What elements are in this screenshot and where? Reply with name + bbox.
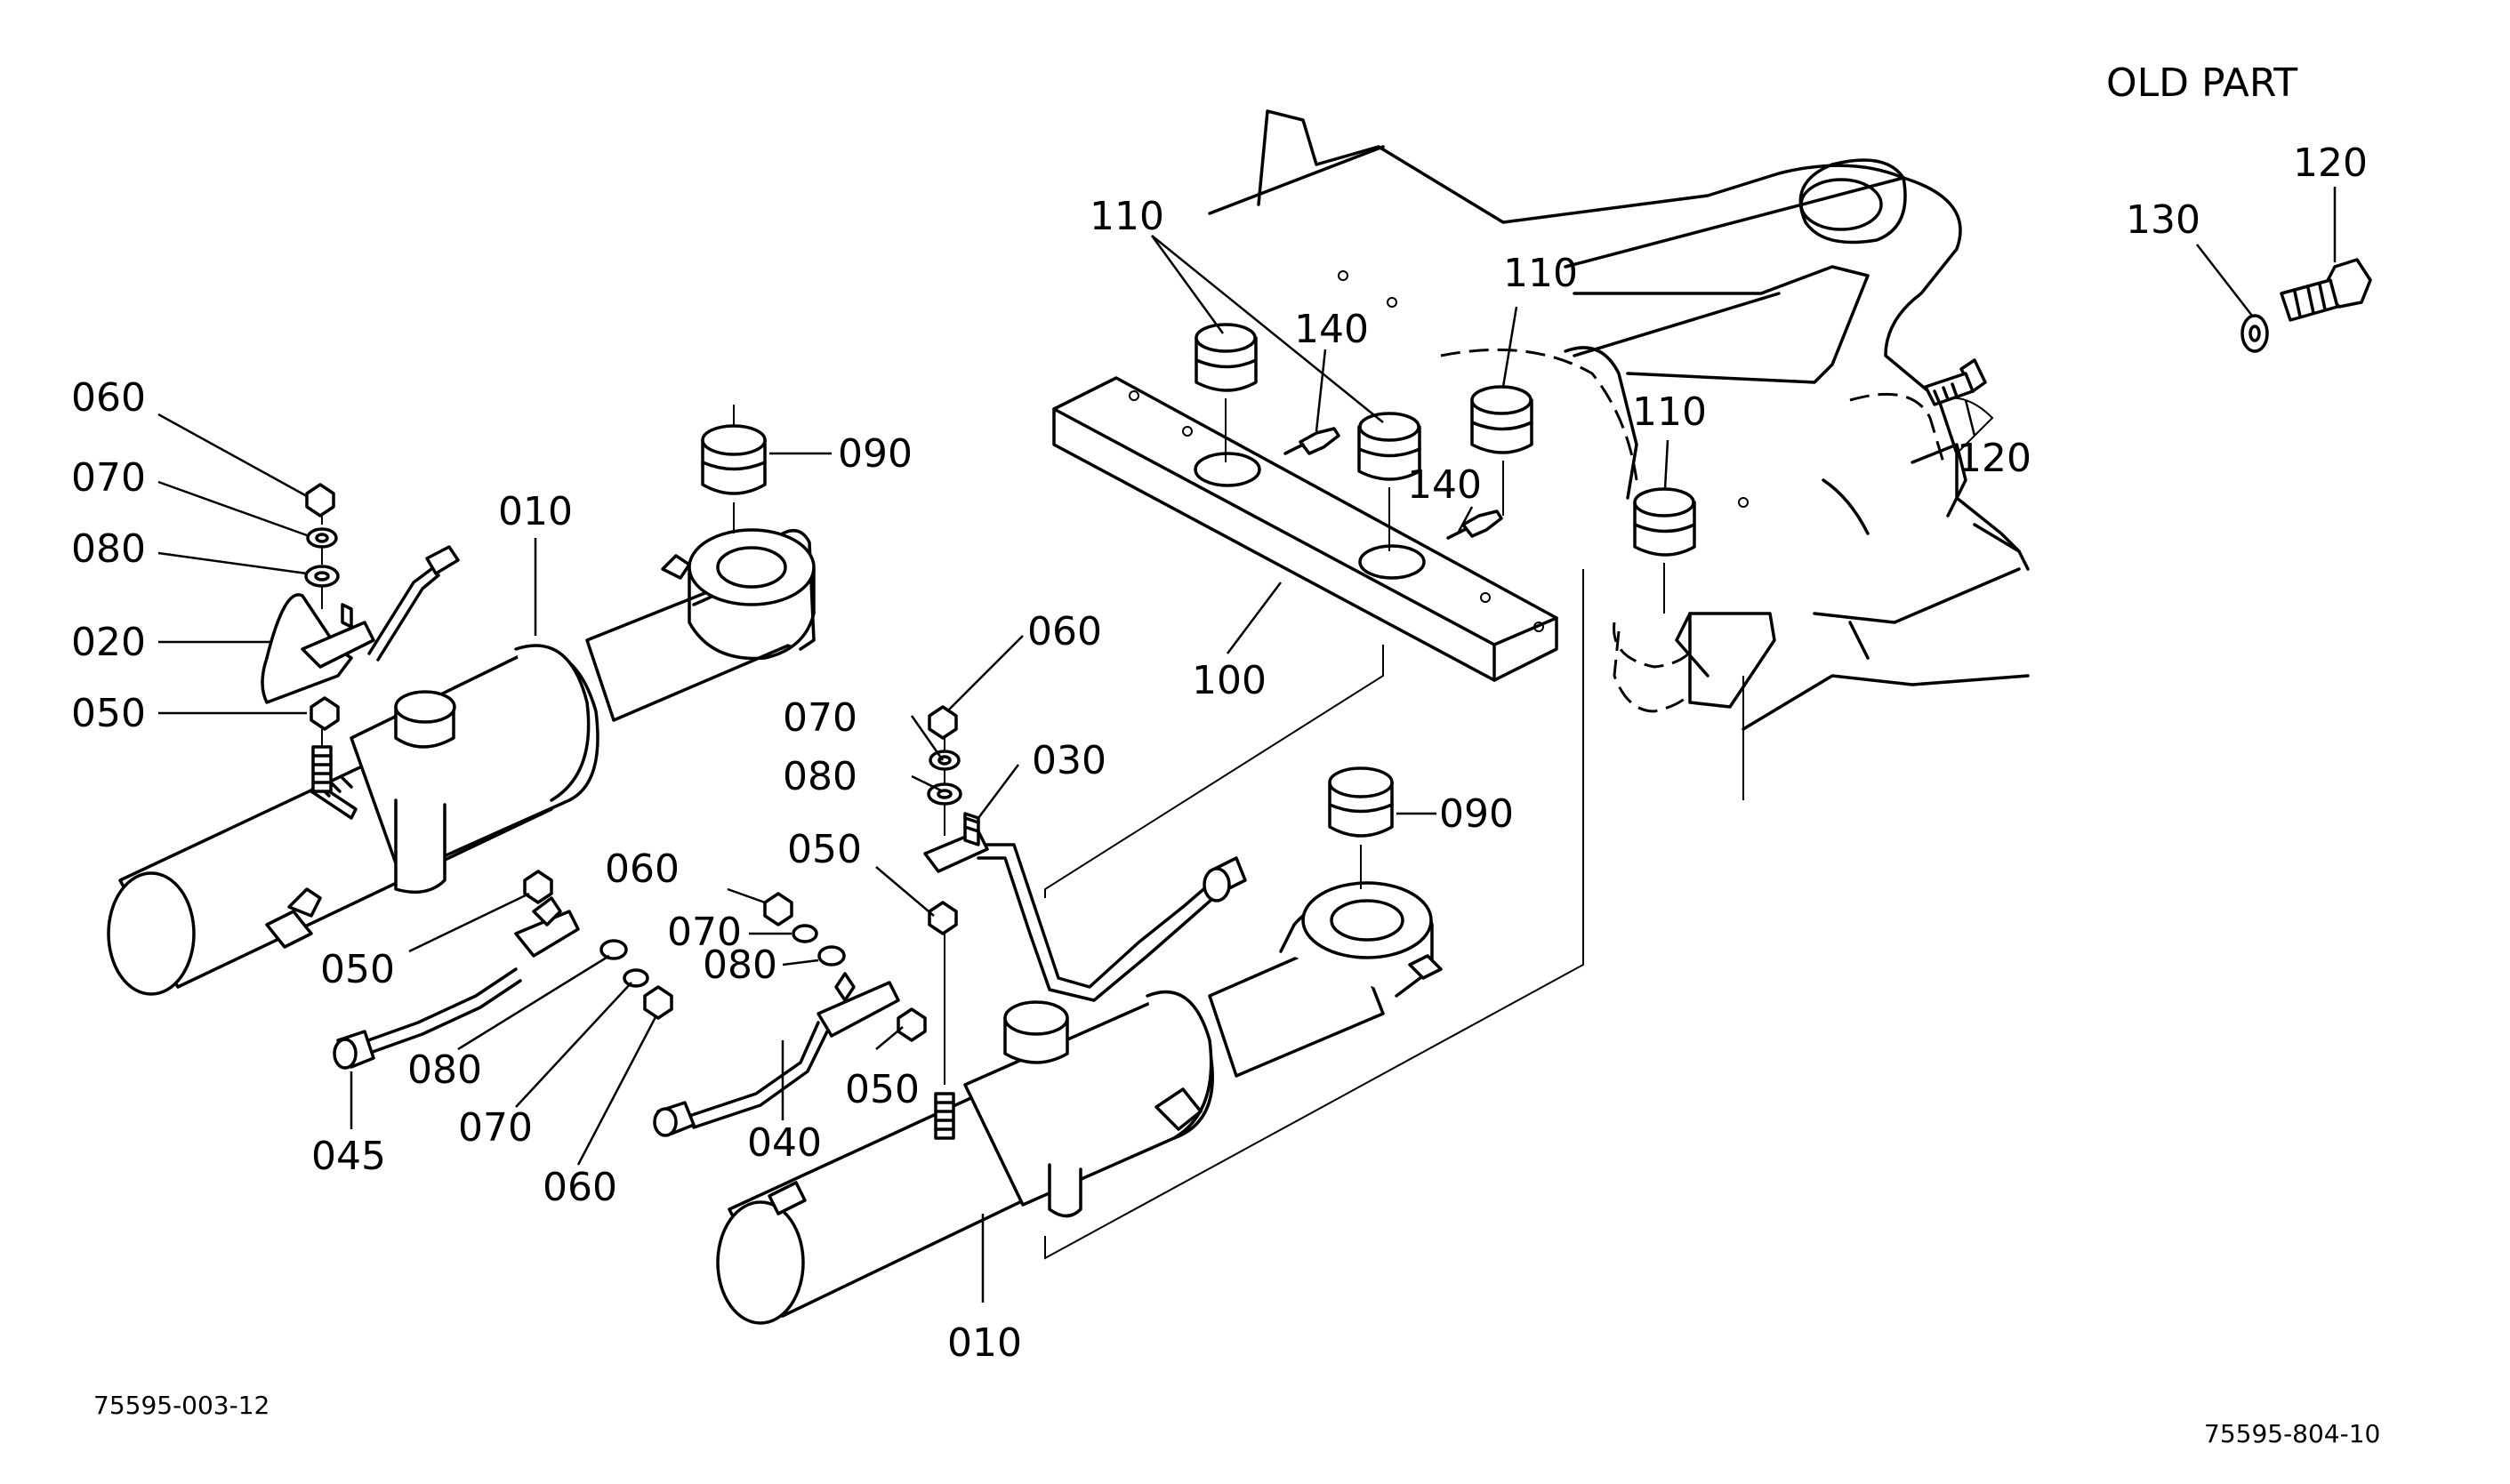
callout-090-b: 090	[1439, 791, 1514, 837]
callout-060-a: 060	[71, 375, 146, 421]
nut-050-c	[928, 901, 958, 935]
washer-070-c	[929, 750, 961, 771]
bushing-090-b	[1328, 766, 1394, 838]
grease-nipple-140-b	[1446, 509, 1503, 540]
nut-050-a	[310, 696, 340, 731]
nut-050-b	[523, 870, 553, 904]
callout-120-b: 120	[2293, 140, 2368, 186]
callout-140-a: 140	[1294, 307, 1369, 352]
callout-045: 045	[311, 1134, 386, 1179]
callout-050-a: 050	[71, 691, 146, 736]
callout-110-b: 110	[1503, 251, 1578, 296]
callout-110-c: 110	[1632, 389, 1707, 435]
bushing-110-a	[1195, 323, 1258, 392]
pipe-020	[261, 545, 460, 704]
callout-040: 040	[747, 1120, 822, 1166]
callout-070-a: 070	[71, 455, 146, 501]
nut-060-c	[928, 705, 958, 740]
callout-060-b: 060	[543, 1165, 617, 1210]
cylinder-010-left	[107, 528, 816, 996]
bushing-110-d	[1633, 487, 1696, 557]
nut-060-b	[643, 985, 673, 1020]
bushing-110-b	[1357, 412, 1421, 481]
callout-110-a: 110	[1090, 194, 1164, 239]
washer-070-b	[623, 968, 649, 988]
drawing-code-right: 75595-804-10	[2204, 1419, 2380, 1448]
swing-bracket-frame	[1208, 109, 2030, 731]
callout-090-a: 090	[838, 431, 913, 477]
callout-100: 100	[1192, 658, 1267, 703]
old-part-washer-130	[2240, 314, 2269, 353]
old-part-heading: OLD PART	[2106, 60, 2297, 106]
callout-070-d: 070	[667, 910, 742, 955]
bolt-120	[1924, 358, 1987, 406]
pipe-040	[653, 972, 900, 1137]
callout-010-a: 010	[498, 489, 573, 534]
callout-080-d: 080	[703, 943, 777, 988]
grease-nipple-140-a	[1283, 427, 1340, 455]
callout-120-a: 120	[1957, 436, 2031, 481]
washer-070-a	[306, 527, 338, 549]
callout-130: 130	[2126, 197, 2200, 243]
callout-030: 030	[1032, 738, 1106, 783]
washer-080-b	[599, 939, 628, 960]
beam-part-100	[1052, 270, 1749, 682]
washer-080-a	[304, 565, 340, 588]
callout-050-b: 050	[320, 947, 395, 992]
washer-080-d	[817, 945, 846, 967]
callout-070-b: 070	[458, 1105, 533, 1151]
callout-020: 020	[71, 620, 146, 665]
callout-080-a: 080	[71, 526, 146, 572]
callout-050-d: 050	[845, 1067, 920, 1112]
nut-060-d	[763, 892, 793, 926]
callout-010-b: 010	[947, 1320, 1022, 1366]
old-part-bolt-120	[2280, 258, 2372, 322]
callout-070-c: 070	[783, 695, 857, 741]
bushing-110-c	[1470, 385, 1533, 454]
callout-080-b: 080	[407, 1047, 482, 1093]
cylinder-010-right	[716, 881, 1443, 1325]
callout-060-d: 060	[605, 846, 680, 892]
washer-070-d	[792, 924, 818, 943]
callout-050-c: 050	[787, 827, 862, 872]
nut-050-d	[897, 1007, 927, 1042]
leader-lines	[157, 187, 2337, 1303]
callout-080-c: 080	[783, 754, 857, 799]
pipe-030	[923, 812, 1247, 1002]
bushing-090-a	[701, 424, 767, 495]
callout-140-b: 140	[1407, 462, 1482, 508]
pipe-045	[333, 896, 580, 1070]
callout-060-c: 060	[1027, 609, 1102, 654]
drawing-code-left: 75595-003-12	[93, 1391, 270, 1420]
nut-060-a	[305, 483, 335, 517]
assembly-lines	[1044, 569, 1744, 1260]
